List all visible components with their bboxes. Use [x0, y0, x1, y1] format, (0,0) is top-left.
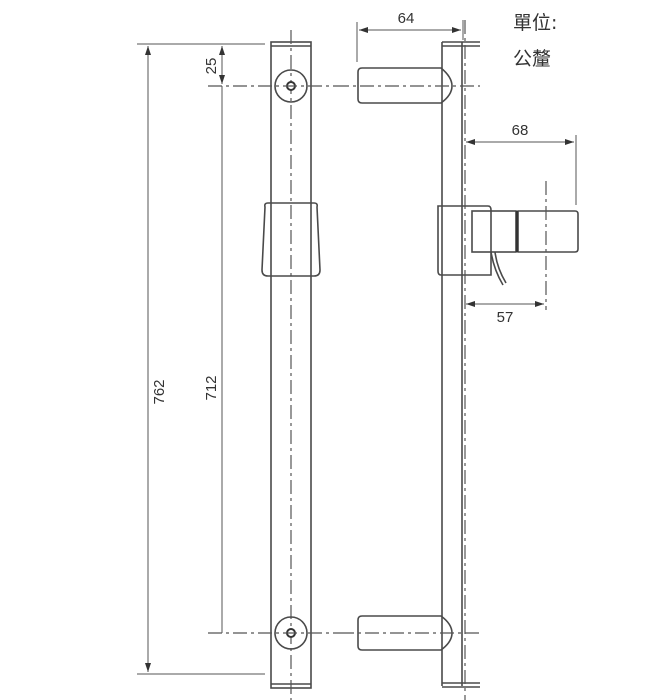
- bottom-standoff: [357, 615, 453, 651]
- dim-lock-width: 68: [466, 122, 577, 205]
- dim-64-label: 64: [398, 10, 415, 27]
- side-view: [335, 20, 579, 700]
- dim-25-label: 25: [203, 58, 220, 75]
- dim-712-label: 712: [203, 375, 220, 400]
- dim-mount-distance: 712: [203, 86, 223, 633]
- bottom-mount-hole: [208, 616, 340, 650]
- unit-label: 單位:: [513, 12, 558, 34]
- unit-value: 公釐: [513, 48, 552, 70]
- top-mount-hole: [208, 69, 335, 103]
- lock-knob-outer: [517, 210, 579, 253]
- front-view: [208, 30, 340, 700]
- dim-lock-center: 57: [466, 301, 544, 326]
- dim-68-label: 68: [512, 122, 529, 139]
- dim-overall-length: 762: [137, 43, 265, 675]
- dim-762-label: 762: [151, 379, 168, 404]
- dim-standoff-depth: 64: [356, 10, 464, 62]
- dim-57-label: 57: [497, 309, 514, 326]
- lock-knob-inner: [471, 210, 517, 253]
- lock-lever: [490, 251, 504, 286]
- lock-sleeve-side: [437, 205, 492, 276]
- lock-sleeve-front: [261, 202, 321, 277]
- dim-top-offset: 25: [203, 43, 265, 84]
- top-standoff: [357, 67, 453, 104]
